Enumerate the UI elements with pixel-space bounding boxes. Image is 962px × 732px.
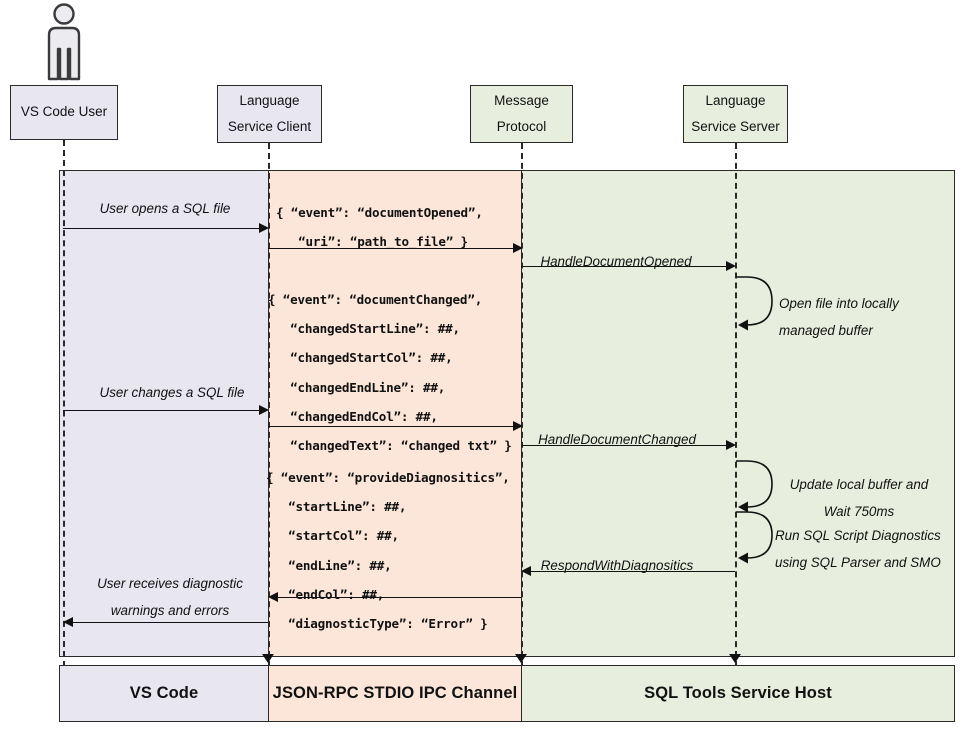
lifeline-header-user[interactable]: VS Code User <box>10 85 118 140</box>
lifeline-server <box>735 143 737 667</box>
note-update-buffer-line2: Wait 750ms <box>823 504 895 520</box>
arrow-handle-document-changed-head <box>726 439 736 450</box>
note-open-file-line1: Open file into locally <box>779 296 899 311</box>
arrow-handle-document-opened-head <box>726 260 736 271</box>
arrow-user-opens-line <box>63 228 259 229</box>
arrow-client-to-protocol-changed-head <box>513 420 523 431</box>
legend-vscode-label: VS Code <box>129 684 199 702</box>
payload-provide-diagnostics: { “event”: “provideDiagnositics”, “start… <box>266 470 510 632</box>
payload-document-changed: { “event”: “documentChanged”, “changedSt… <box>268 292 512 454</box>
lifeline-server-line2: Service Server <box>691 119 780 134</box>
note-open-file-line2: managed buffer <box>779 323 873 339</box>
note-user-receives-line1: User receives diagnostic <box>97 576 243 591</box>
lifeline-protocol-line2: Protocol <box>496 119 547 134</box>
band-vscode <box>59 170 269 657</box>
vs-code-user-actor-icon <box>36 2 92 82</box>
lifeline-client-line2: Service Client <box>227 119 312 134</box>
note-run-diagnostics-line2: using SQL Parser and SMO <box>775 555 941 571</box>
label-user-opens-sql-file: User opens a SQL file <box>99 201 231 216</box>
legend-rpc-label: JSON-RPC STDIO IPC Channel <box>272 684 518 702</box>
lifeline-user <box>63 140 65 667</box>
terminator-arrow-client <box>262 654 274 663</box>
arrow-respond-with-diagnostics-head <box>521 565 531 576</box>
lifeline-server-line1: Language <box>705 92 766 108</box>
arrow-user-changes-head <box>259 404 269 415</box>
note-update-buffer: Update local buffer and Wait 750ms <box>779 471 939 526</box>
lifeline-protocol-line1: Message <box>494 92 549 108</box>
arrow-client-to-protocol-changed-line <box>268 426 513 427</box>
arrow-client-to-protocol-opened-line <box>268 248 513 249</box>
note-open-file-buffer: Open file into locally managed buffer <box>779 290 899 345</box>
lifeline-protocol <box>521 143 523 667</box>
lifeline-header-client[interactable]: Language Service Client <box>217 85 322 143</box>
note-user-receives-line2: warnings and errors <box>110 603 230 619</box>
lifeline-user-line1: VS Code User <box>20 104 108 120</box>
legend-vscode: VS Code <box>59 665 269 722</box>
terminator-arrow-server <box>729 654 741 663</box>
arrow-client-to-protocol-opened-head <box>513 242 523 253</box>
note-user-receives-diagnostics: User receives diagnostic warnings and er… <box>80 570 260 625</box>
label-respond-with-diagnostics: RespondWithDiagnositics <box>540 558 694 573</box>
lifeline-header-server[interactable]: Language Service Server <box>683 85 788 143</box>
arrow-client-to-user-head <box>63 616 73 627</box>
lifeline-client <box>268 143 270 667</box>
legend-sql-tools-host: SQL Tools Service Host <box>521 665 955 722</box>
legend-rpc-channel: JSON-RPC STDIO IPC Channel <box>268 665 522 722</box>
label-user-changes-sql-file: User changes a SQL file <box>99 385 245 400</box>
lifeline-client-line1: Language <box>239 92 300 108</box>
note-run-diagnostics-line1: Run SQL Script Diagnostics <box>775 528 941 543</box>
label-handle-document-changed: HandleDocumentChanged <box>538 432 696 447</box>
note-run-diagnostics: Run SQL Script Diagnostics using SQL Par… <box>775 522 941 577</box>
arrow-user-changes-line <box>63 410 259 411</box>
arrow-protocol-to-client-line <box>277 597 521 598</box>
legend-sql-label: SQL Tools Service Host <box>644 684 832 702</box>
lifeline-header-protocol[interactable]: Message Protocol <box>470 85 573 143</box>
band-sql-tools-host <box>521 170 955 657</box>
label-handle-document-opened: HandleDocumentOpened <box>540 254 692 269</box>
arrow-client-to-user-line <box>72 622 268 623</box>
arrow-protocol-to-client-head <box>268 591 278 602</box>
arrow-handle-document-opened-line <box>521 266 726 267</box>
note-update-buffer-line1: Update local buffer and <box>789 477 929 492</box>
arrow-handle-document-changed-line <box>521 445 726 446</box>
terminator-arrow-protocol <box>515 654 527 663</box>
payload-document-opened: { “event”: “documentOpened”, “uri”: “pat… <box>276 205 483 250</box>
arrow-respond-with-diagnostics-line <box>530 571 735 572</box>
band-rpc-channel <box>268 170 522 657</box>
arrow-user-opens-head <box>259 222 269 233</box>
